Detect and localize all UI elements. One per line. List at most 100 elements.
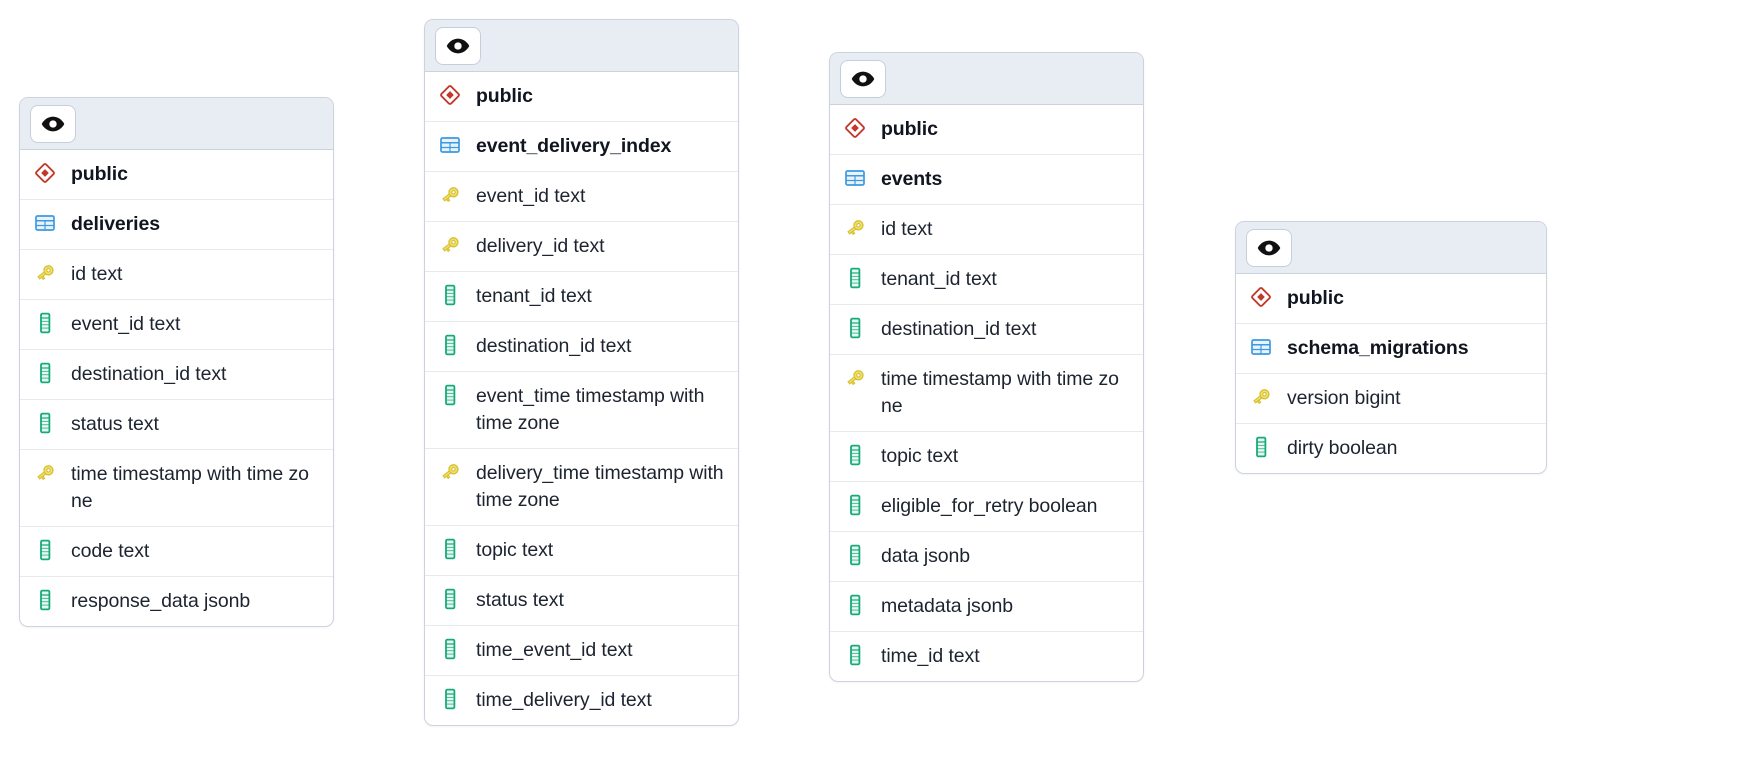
- column-icon: [437, 587, 463, 611]
- table-card-header: [425, 20, 738, 72]
- column-icon: [437, 283, 463, 307]
- column-label: data jsonb: [881, 545, 970, 567]
- table-name-row[interactable]: deliveries: [20, 200, 333, 250]
- column-row[interactable]: time_delivery_id text: [425, 676, 738, 725]
- column-row[interactable]: time_id text: [830, 632, 1143, 681]
- column-icon: [32, 311, 58, 335]
- schema-row[interactable]: public: [20, 150, 333, 200]
- schema-diamond-icon: [1248, 285, 1274, 309]
- column-icon: [1248, 435, 1274, 459]
- column-label: eligible_for_retry boolean: [881, 495, 1098, 517]
- column-label: destination_id text: [881, 318, 1037, 340]
- key-icon: [32, 461, 58, 485]
- column-icon: [842, 543, 868, 567]
- column-row[interactable]: time timestamp with time zone: [830, 355, 1143, 432]
- column-row[interactable]: tenant_id text: [425, 272, 738, 322]
- column-icon: [437, 333, 463, 357]
- table-name-row[interactable]: event_delivery_index: [425, 122, 738, 172]
- column-row[interactable]: status text: [20, 400, 333, 450]
- column-label: destination_id text: [476, 335, 632, 357]
- column-label: topic text: [476, 539, 554, 561]
- column-row[interactable]: topic text: [830, 432, 1143, 482]
- schema-row[interactable]: public: [425, 72, 738, 122]
- column-row[interactable]: eligible_for_retry boolean: [830, 482, 1143, 532]
- column-label: tenant_id text: [881, 268, 997, 290]
- column-row[interactable]: status text: [425, 576, 738, 626]
- table-name-row[interactable]: schema_migrations: [1236, 324, 1546, 374]
- column-label: response_data jsonb: [71, 590, 251, 612]
- eye-icon: [445, 33, 471, 59]
- schema-diamond-icon: [842, 116, 868, 140]
- schema-row[interactable]: public: [1236, 274, 1546, 324]
- column-row[interactable]: event_time timestamp with time zone: [425, 372, 738, 449]
- visibility-toggle-button[interactable]: [30, 104, 76, 143]
- key-icon: [842, 216, 868, 240]
- column-row[interactable]: metadata jsonb: [830, 582, 1143, 632]
- column-row[interactable]: time timestamp with time zone: [20, 450, 333, 527]
- schema-name: public: [476, 85, 533, 107]
- column-row[interactable]: response_data jsonb: [20, 577, 333, 626]
- key-icon: [32, 261, 58, 285]
- column-row[interactable]: topic text: [425, 526, 738, 576]
- key-icon: [437, 183, 463, 207]
- column-label: code text: [71, 540, 150, 562]
- visibility-toggle-button[interactable]: [1246, 228, 1292, 267]
- table-card-header: [1236, 222, 1546, 274]
- column-icon: [842, 266, 868, 290]
- column-label: metadata jsonb: [881, 595, 1013, 617]
- key-icon: [437, 233, 463, 257]
- column-row[interactable]: event_id text: [425, 172, 738, 222]
- column-row[interactable]: data jsonb: [830, 532, 1143, 582]
- column-icon: [32, 588, 58, 612]
- visibility-toggle-button[interactable]: [435, 26, 481, 65]
- column-icon: [437, 383, 463, 407]
- column-label: topic text: [881, 445, 959, 467]
- schema-name: public: [881, 118, 938, 140]
- column-row[interactable]: destination_id text: [425, 322, 738, 372]
- column-icon: [437, 637, 463, 661]
- column-icon: [32, 411, 58, 435]
- visibility-toggle-button[interactable]: [840, 59, 886, 98]
- column-label: time_id text: [881, 645, 980, 667]
- key-icon: [1248, 385, 1274, 409]
- column-row[interactable]: time_event_id text: [425, 626, 738, 676]
- schema-diamond-icon: [437, 83, 463, 107]
- column-label: version bigint: [1287, 387, 1401, 409]
- column-label: status text: [476, 589, 564, 611]
- column-row[interactable]: destination_id text: [20, 350, 333, 400]
- column-label: time_delivery_id text: [476, 689, 652, 711]
- table-name-row[interactable]: events: [830, 155, 1143, 205]
- column-icon: [842, 443, 868, 467]
- column-label: event_id text: [71, 313, 181, 335]
- column-label: tenant_id text: [476, 285, 592, 307]
- column-label: delivery_id text: [476, 235, 605, 257]
- table-grid-icon: [1248, 335, 1274, 359]
- schema-name: public: [71, 163, 128, 185]
- eye-icon: [850, 66, 876, 92]
- column-row[interactable]: delivery_id text: [425, 222, 738, 272]
- table-card-event_delivery_index[interactable]: public event_delivery_index event_id text d…: [424, 19, 739, 726]
- table-card-deliveries[interactable]: public deliveries id text event_id text dest…: [19, 97, 334, 627]
- column-row[interactable]: tenant_id text: [830, 255, 1143, 305]
- column-label: dirty boolean: [1287, 437, 1398, 459]
- column-row[interactable]: code text: [20, 527, 333, 577]
- eye-icon: [40, 111, 66, 137]
- schema-row[interactable]: public: [830, 105, 1143, 155]
- column-row[interactable]: id text: [830, 205, 1143, 255]
- column-row[interactable]: destination_id text: [830, 305, 1143, 355]
- key-icon: [437, 460, 463, 484]
- column-row[interactable]: version bigint: [1236, 374, 1546, 424]
- column-row[interactable]: delivery_time timestamp with time zone: [425, 449, 738, 526]
- column-row[interactable]: id text: [20, 250, 333, 300]
- table-name: event_delivery_index: [476, 135, 672, 157]
- column-icon: [437, 687, 463, 711]
- column-row[interactable]: event_id text: [20, 300, 333, 350]
- column-label: event_time timestamp with time zone: [476, 385, 705, 434]
- column-icon: [842, 643, 868, 667]
- column-label: id text: [71, 263, 123, 285]
- column-row[interactable]: dirty boolean: [1236, 424, 1546, 473]
- key-icon: [842, 366, 868, 390]
